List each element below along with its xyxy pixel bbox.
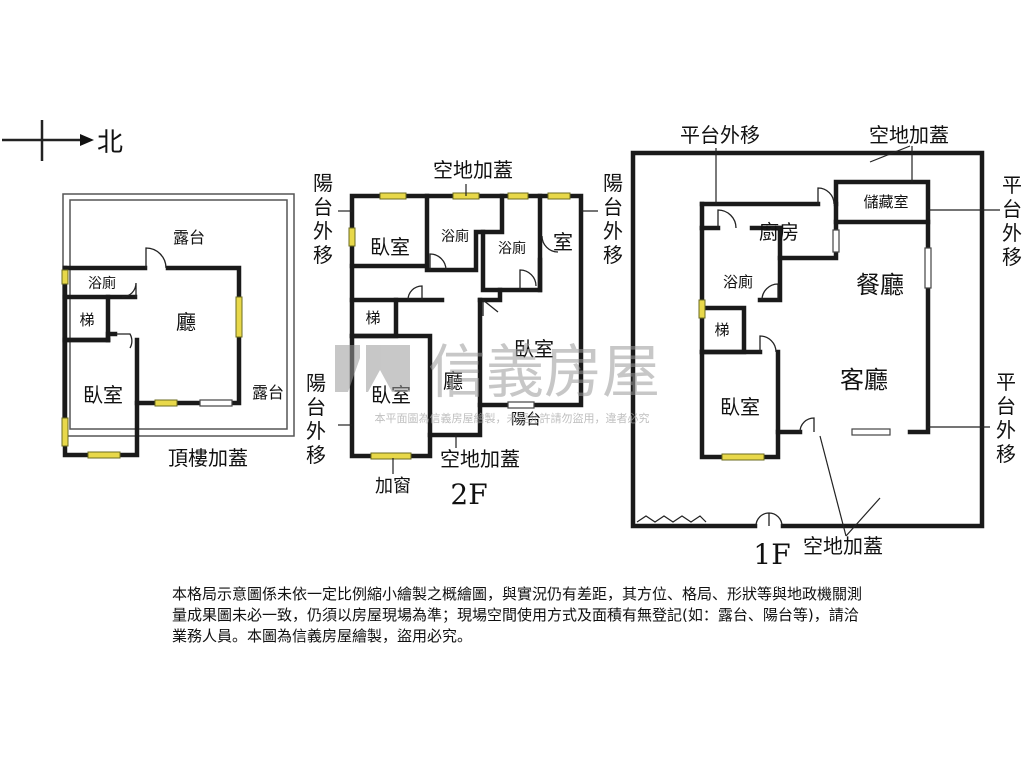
f1-door-storage-icon xyxy=(817,187,835,205)
floor2-plan: 臥室 浴廁 浴廁 室 梯 臥室 臥室 廳 陽台 空地加蓋 空地加蓋 加窗 2F xyxy=(338,158,598,511)
watermark-brand: 信義房屋 xyxy=(428,338,660,406)
roof-outline-inner xyxy=(69,199,288,430)
f1-note-top-left: 平台外移 xyxy=(680,123,760,147)
roof-window-bedroom xyxy=(61,417,69,447)
f2-bedroom1-label: 臥室 xyxy=(370,235,410,259)
disclaimer-text: 本格局示意圖係未依一定比例縮小繪製之概繪圖，與實況仍有差距，其方位、格局、形狀等… xyxy=(172,585,863,645)
f1-storage-label: 儲藏室 xyxy=(863,193,908,211)
roof-stair-label: 梯 xyxy=(79,311,94,329)
f2-note-left-bottom: 陽台外移 xyxy=(306,371,326,467)
compass-north-label: 北 xyxy=(97,128,123,158)
roof-floor-label: 頂樓加蓋 xyxy=(168,446,248,470)
f2-window-1 xyxy=(379,192,407,200)
f1-door-living-icon xyxy=(799,417,815,433)
f1-site-boundary xyxy=(630,150,985,529)
f1-door-bedroom-icon xyxy=(759,335,777,353)
f1-note-bottom-leader xyxy=(819,435,847,537)
f1-kitchen-label: 廚房 xyxy=(759,220,799,244)
f2-bedroom2-label: 臥室 xyxy=(514,337,554,361)
f2-sliding-door xyxy=(507,401,535,409)
f2-wall-top-row xyxy=(349,193,505,273)
f1-note-bottom: 空地加蓋 xyxy=(803,534,883,558)
roof-window-east xyxy=(235,296,243,338)
roof-door-bath-icon xyxy=(121,282,137,298)
f2-room-label: 室 xyxy=(553,230,573,254)
roof-floor-plan: 露台 露台 浴廁 梯 廳 臥室 頂樓加蓋 xyxy=(61,193,295,470)
f2-bath1-label: 浴廁 xyxy=(441,228,469,245)
f2-hall-label: 廳 xyxy=(443,369,463,393)
f2-note-bottom: 空地加蓋 xyxy=(440,447,520,471)
f1-gate-icon xyxy=(755,512,783,527)
compass: 北 xyxy=(2,120,123,161)
f2-note-window: 加窗 xyxy=(375,476,411,497)
watermark-notice: 本平面圖為信義房屋繪製，未經允許請勿盜用，違者必究 xyxy=(375,411,650,425)
f1-fence-icon xyxy=(636,515,707,523)
f2-door-bedroom2-icon xyxy=(482,299,499,316)
f2-window-left xyxy=(348,227,356,247)
f2-balcony-label: 陽台 xyxy=(511,410,541,428)
roof-window-bath xyxy=(61,269,69,285)
f2-wall-mid xyxy=(393,297,483,408)
roof-hall-label: 廳 xyxy=(176,310,196,334)
f1-window-dining xyxy=(924,247,932,289)
f2-door-room-icon xyxy=(541,235,559,253)
roof-door-bedroom-icon xyxy=(116,333,133,349)
roof-terrace-side-label: 露台 xyxy=(252,383,284,402)
f2-wall-bedroom3 xyxy=(349,333,433,438)
roof-window-hall xyxy=(154,399,178,407)
watermark-logo-icon xyxy=(335,345,410,392)
f2-window-3 xyxy=(507,192,529,200)
f1-note-top-right-leader xyxy=(869,145,911,163)
f1-bath-label: 浴廁 xyxy=(723,273,753,291)
roof-bath-label: 浴廁 xyxy=(88,275,116,292)
f2-door-bath1-icon xyxy=(429,253,447,271)
f1-note-right-bottom: 平台外移 xyxy=(996,370,1016,466)
f1-wall-bath xyxy=(757,255,783,303)
f1-wall-left xyxy=(699,201,803,460)
roof-sliding-door xyxy=(199,399,233,407)
north-arrow-icon xyxy=(80,134,94,146)
f1-window-kitchen xyxy=(832,229,840,253)
f1-wall-bedroom xyxy=(699,349,781,435)
f2-wall-bath2 xyxy=(480,193,543,293)
f1-window-bath xyxy=(698,299,706,319)
f1-window-bedroom xyxy=(721,453,765,461)
f2-bath2-label: 浴廁 xyxy=(498,240,526,257)
roof-bedroom-label: 臥室 xyxy=(83,383,123,407)
roof-terrace-top-label: 露台 xyxy=(173,228,205,247)
f1-sliding-door xyxy=(851,428,891,436)
f2-note-left-top: 陽台外移 xyxy=(313,171,333,267)
f1-stair-label: 梯 xyxy=(714,321,729,339)
f1-note-bottom-leader2 xyxy=(845,497,881,537)
f2-wall-room xyxy=(477,257,543,303)
f1-door-bath-icon xyxy=(761,283,779,301)
f1-floor-label: 1F xyxy=(753,538,790,571)
f1-dining-label: 餐廳 xyxy=(856,271,904,299)
f1-bedroom-label: 臥室 xyxy=(720,395,760,419)
watermark: 信義房屋 本平面圖為信義房屋繪製，未經允許請勿盜用，違者必究 xyxy=(335,338,660,425)
floor1-plan: 儲藏室 廚房 餐廳 浴廁 梯 客廳 臥室 平台外移 空地加蓋 空地加蓋 1F xyxy=(630,123,1000,571)
f2-stair-label: 梯 xyxy=(365,309,380,327)
f2-note-top: 空地加蓋 xyxy=(433,158,513,182)
f2-window-4 xyxy=(547,192,571,200)
f1-wall-top-right xyxy=(699,179,931,435)
f2-floor-label: 2F xyxy=(450,478,487,511)
f1-living-label: 客廳 xyxy=(840,366,888,394)
f1-note-right-top: 平台外移 xyxy=(1002,173,1022,269)
roof-door-terrace-icon xyxy=(145,247,167,269)
f1-door-kitchen-icon xyxy=(717,209,737,229)
f1-note-top-right: 空地加蓋 xyxy=(869,123,949,147)
f2-window-bottom xyxy=(370,452,412,460)
f2-note-right-top: 陽台外移 xyxy=(603,171,623,267)
f2-door-hall-icon xyxy=(407,285,423,301)
f2-door-bath2-icon xyxy=(519,269,537,290)
roof-window-bottom xyxy=(87,451,121,459)
